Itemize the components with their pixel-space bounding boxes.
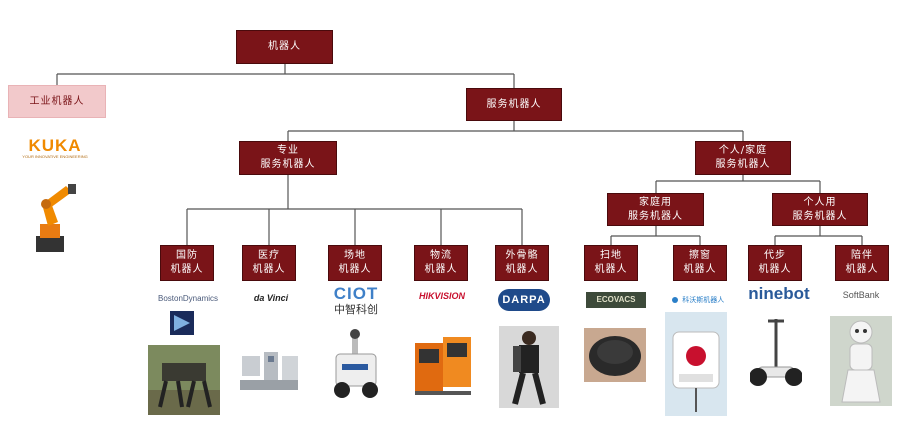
node-personal-home-service: 个人/家庭 服务机器人 bbox=[695, 141, 791, 175]
sweeping-robot-image bbox=[584, 328, 646, 382]
leaf-medical-line1: 医疗 bbox=[258, 250, 280, 261]
leaf-field: 场地 机器人 bbox=[328, 245, 382, 281]
leaf-window-cleaning-line1: 擦窗 bbox=[689, 250, 711, 261]
leaf-sweeping-line1: 扫地 bbox=[600, 250, 622, 261]
hikvision-logo: HIKVISION bbox=[418, 291, 465, 301]
window-cleaning-robot-image bbox=[665, 312, 727, 416]
leaf-mobility-line1: 代步 bbox=[764, 250, 786, 261]
kuka-logo-sub: YOUR INNOVATIVE ENGINEERING bbox=[22, 154, 88, 159]
node-service-robot-label: 服务机器人 bbox=[486, 98, 542, 110]
leaf-companion-line1: 陪伴 bbox=[851, 250, 873, 261]
leaf-field-line2: 机器人 bbox=[338, 264, 372, 275]
leaf-exoskeleton-line1: 外骨骼 bbox=[505, 250, 539, 261]
darpa-logo: DARPA bbox=[498, 289, 550, 311]
winbot-brand-text: 科沃斯机器人 bbox=[682, 295, 725, 304]
pepper-robot-image bbox=[830, 316, 892, 406]
boston-dynamics-emblem-icon bbox=[170, 311, 194, 335]
node-service-robot: 服务机器人 bbox=[466, 88, 562, 121]
leaf-defense-line2: 机器人 bbox=[170, 264, 204, 275]
node-household-line1: 家庭用 bbox=[639, 196, 672, 208]
winbot-brand-icon bbox=[671, 296, 678, 303]
da-vinci-logo: da Vinci bbox=[253, 293, 289, 303]
leaf-mobility-line2: 机器人 bbox=[758, 264, 792, 275]
patrol-robot-image bbox=[334, 329, 378, 398]
surgical-robot-image bbox=[240, 352, 298, 390]
node-robot-label: 机器人 bbox=[268, 41, 301, 52]
bigdog-robot-image bbox=[148, 345, 220, 415]
exoskeleton-image bbox=[499, 326, 559, 408]
leaf-sweeping: 扫地 机器人 bbox=[584, 245, 638, 281]
node-professional-service: 专业 服务机器人 bbox=[239, 141, 337, 175]
kuka-logo-text: KUKA bbox=[28, 136, 82, 155]
node-household-line2: 服务机器人 bbox=[628, 210, 683, 222]
softbank-logo: SoftBank bbox=[842, 290, 880, 300]
logistics-robot-image bbox=[415, 337, 471, 395]
leaf-defense: 国防 机器人 bbox=[160, 245, 214, 281]
leaf-companion-line2: 机器人 bbox=[845, 264, 879, 275]
leaf-medical-line2: 机器人 bbox=[252, 264, 286, 275]
leaf-window-cleaning-line2: 机器人 bbox=[683, 264, 717, 275]
node-industrial-robot: 工业机器人 bbox=[8, 85, 106, 118]
leaf-exoskeleton: 外骨骼 机器人 bbox=[495, 245, 549, 281]
node-personal-home-line1: 个人/家庭 bbox=[718, 145, 768, 156]
leaf-mobility: 代步 机器人 bbox=[748, 245, 802, 281]
leaf-medical: 医疗 机器人 bbox=[242, 245, 296, 281]
ciot-logo: CIOT 中智科创 bbox=[326, 284, 386, 317]
node-household-service: 家庭用 服务机器人 bbox=[607, 193, 704, 226]
kuka-logo: KUKA YOUR INNOVATIVE ENGINEERING bbox=[15, 137, 95, 160]
node-personal-use-service: 个人用 服务机器人 bbox=[772, 193, 868, 226]
boston-dynamics-logo: BostonDynamics bbox=[157, 294, 219, 303]
node-robot: 机器人 bbox=[236, 30, 333, 64]
ciot-logo-text: CIOT bbox=[333, 284, 379, 303]
leaf-logistics: 物流 机器人 bbox=[414, 245, 468, 281]
industrial-arm-image bbox=[36, 184, 76, 252]
node-industrial-robot-label: 工业机器人 bbox=[29, 95, 85, 107]
balance-scooter-image bbox=[750, 319, 802, 386]
window-robot-brand-logo: 科沃斯机器人 bbox=[662, 291, 734, 309]
node-professional-line2: 服务机器人 bbox=[260, 159, 316, 170]
leaf-companion: 陪伴 机器人 bbox=[835, 245, 889, 281]
node-personal-home-line2: 服务机器人 bbox=[715, 159, 771, 170]
ninebot-logo: ninebot bbox=[748, 284, 810, 303]
leaf-exoskeleton-line2: 机器人 bbox=[505, 264, 539, 275]
node-professional-line1: 专业 bbox=[277, 145, 299, 156]
node-personal-use-line2: 服务机器人 bbox=[792, 210, 848, 222]
leaf-logistics-line2: 机器人 bbox=[424, 264, 458, 275]
leaf-defense-line1: 国防 bbox=[176, 250, 198, 261]
ciot-logo-cn: 中智科创 bbox=[334, 303, 378, 316]
node-personal-use-line1: 个人用 bbox=[803, 196, 837, 208]
leaf-sweeping-line2: 机器人 bbox=[594, 264, 628, 275]
leaf-window-cleaning: 擦窗 机器人 bbox=[673, 245, 727, 281]
ecovacs-logo: ECOVACS bbox=[586, 292, 646, 308]
leaf-logistics-line1: 物流 bbox=[430, 250, 452, 261]
leaf-field-line1: 场地 bbox=[344, 250, 366, 261]
